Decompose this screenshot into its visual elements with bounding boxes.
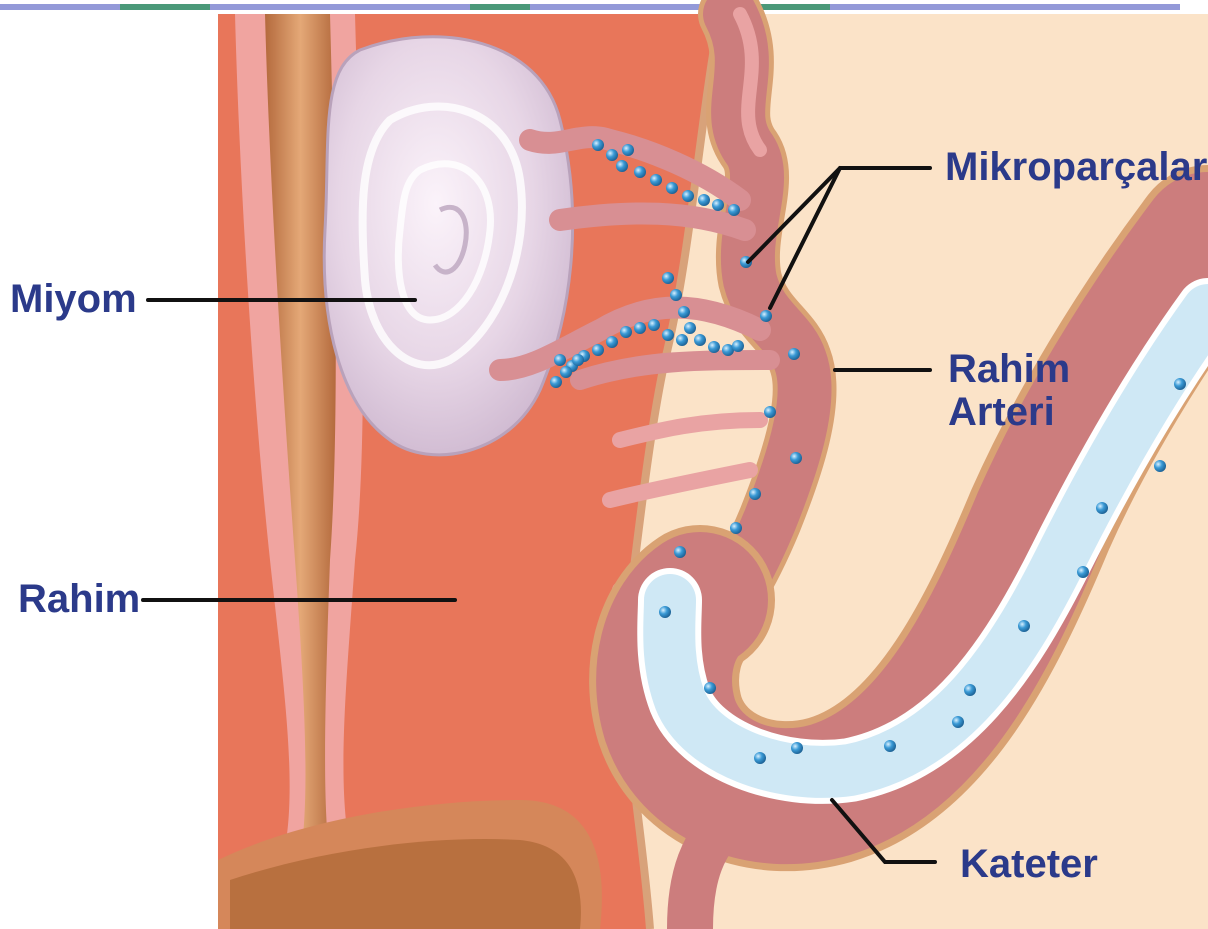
- microparticle: [791, 742, 803, 754]
- uterine-artery-label-line1: Rahim: [948, 347, 1070, 391]
- microparticle: [670, 289, 682, 301]
- microparticle: [684, 322, 696, 334]
- microparticle: [1077, 566, 1089, 578]
- microparticle: [659, 606, 671, 618]
- microparticle: [952, 716, 964, 728]
- microparticle: [550, 376, 562, 388]
- microparticle: [592, 344, 604, 356]
- microparticle: [676, 334, 688, 346]
- catheter-label: Kateter: [960, 842, 1098, 886]
- microparticle: [606, 336, 618, 348]
- microparticle: [760, 310, 772, 322]
- microparticle: [764, 406, 776, 418]
- microparticle: [572, 354, 584, 366]
- microparticle: [634, 322, 646, 334]
- microparticle: [698, 194, 710, 206]
- uterine-artery-label-line2: Arteri: [948, 390, 1055, 434]
- microparticle: [674, 546, 686, 558]
- microparticle: [790, 452, 802, 464]
- microparticle: [666, 182, 678, 194]
- uterus-label: Rahim: [18, 577, 140, 621]
- microparticle: [712, 199, 724, 211]
- microparticle: [662, 329, 674, 341]
- microparticle: [704, 682, 716, 694]
- microparticle: [749, 488, 761, 500]
- microparticle: [964, 684, 976, 696]
- microparticle: [1096, 502, 1108, 514]
- microparticle: [732, 340, 744, 352]
- microparticle: [650, 174, 662, 186]
- microparticle: [620, 326, 632, 338]
- microparticle: [560, 366, 572, 378]
- microparticle: [678, 306, 690, 318]
- microparticle: [884, 740, 896, 752]
- microparticle: [606, 149, 618, 161]
- microparticle: [648, 319, 660, 331]
- microparticle: [554, 354, 566, 366]
- myoma: [324, 37, 572, 455]
- microparticle: [1154, 460, 1166, 472]
- microparticle: [788, 348, 800, 360]
- microparticle: [622, 144, 634, 156]
- microparticle: [1018, 620, 1030, 632]
- myoma-label: Miyom: [10, 277, 137, 321]
- microparticle: [634, 166, 646, 178]
- microparticles-label: Mikroparçalar: [945, 145, 1207, 189]
- microparticle: [682, 190, 694, 202]
- caption-strip: [0, 0, 1208, 14]
- microparticle: [754, 752, 766, 764]
- microparticle: [616, 160, 628, 172]
- microparticle: [694, 334, 706, 346]
- microparticle: [708, 341, 720, 353]
- microparticle: [730, 522, 742, 534]
- microparticle: [1174, 378, 1186, 390]
- microparticle: [728, 204, 740, 216]
- microparticle: [592, 139, 604, 151]
- microparticle: [662, 272, 674, 284]
